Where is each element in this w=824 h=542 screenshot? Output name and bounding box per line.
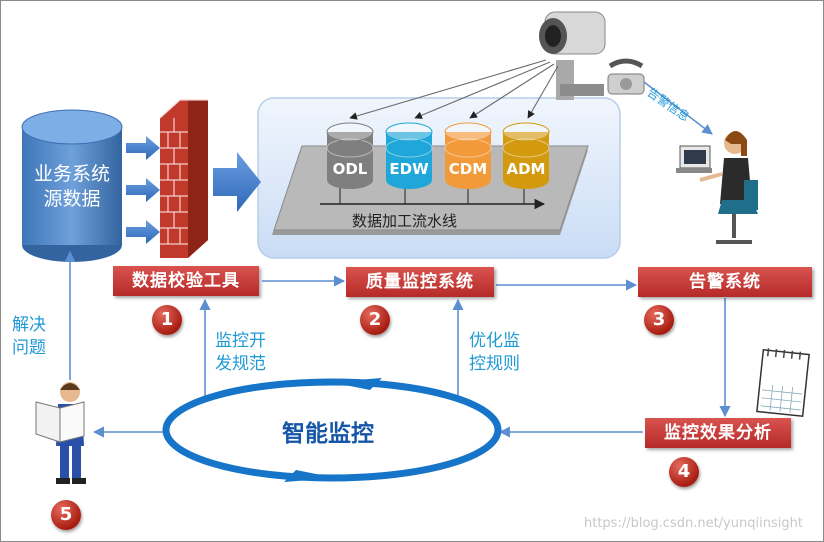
source-db-line2: 源数据	[43, 188, 101, 210]
firewall-icon	[159, 99, 208, 258]
smart-monitoring-cycle	[162, 378, 502, 482]
step-2-badge: 2	[360, 305, 390, 335]
store-cylinder-cdm	[444, 122, 492, 189]
step-3-badge: 3	[644, 305, 674, 335]
note-optimize-rules: 优化监 控规则	[469, 330, 520, 376]
store-cylinder-adm	[502, 122, 550, 189]
input-arrows	[126, 136, 160, 244]
pipeline-caption: 数据加工流水线	[352, 212, 458, 230]
step-5-badge: 5	[51, 500, 81, 530]
note-rules-line2: 控规则	[469, 354, 520, 374]
note-monitoring-spec: 监控开 发规范	[215, 330, 266, 376]
step-4-label: 监控效果分析	[645, 418, 791, 448]
note-solve-line1: 解决	[12, 315, 46, 335]
note-solve-problem: 解决 问题	[12, 314, 46, 360]
firewall-to-pipeline-arrow	[213, 152, 261, 212]
store-odl-label: ODL	[332, 160, 368, 178]
camera-icon	[539, 11, 606, 100]
note-solve-line2: 问题	[12, 338, 46, 358]
note-spec-line1: 监控开	[215, 331, 266, 351]
step-1-badge: 1	[152, 305, 182, 335]
store-cdm-label: CDM	[448, 160, 488, 178]
calendar-icon	[756, 348, 810, 418]
source-database	[21, 109, 123, 262]
step-3-label: 告警系统	[638, 267, 812, 297]
store-edw-label: EDW	[389, 160, 429, 178]
step-1-label: 数据校验工具	[113, 266, 259, 296]
source-db-label: 业务系统 源数据	[22, 162, 122, 212]
source-db-line1: 业务系统	[33, 163, 110, 185]
note-spec-line2: 发规范	[215, 354, 266, 374]
center-label: 智能监控	[282, 421, 374, 447]
watermark: https://blog.csdn.net/yunqiinsight	[584, 516, 803, 531]
person-reading-icon	[35, 382, 86, 484]
phone-icon	[607, 58, 645, 95]
store-adm-label: ADM	[506, 160, 546, 178]
store-cylinder-edw	[385, 122, 433, 189]
person-at-computer-icon	[676, 131, 758, 244]
note-rules-line1: 优化监	[469, 331, 520, 351]
store-cylinder-odl	[326, 122, 374, 189]
step-4-badge: 4	[669, 457, 699, 487]
step-2-label: 质量监控系统	[346, 267, 494, 297]
alert-info-arrow	[643, 81, 713, 135]
